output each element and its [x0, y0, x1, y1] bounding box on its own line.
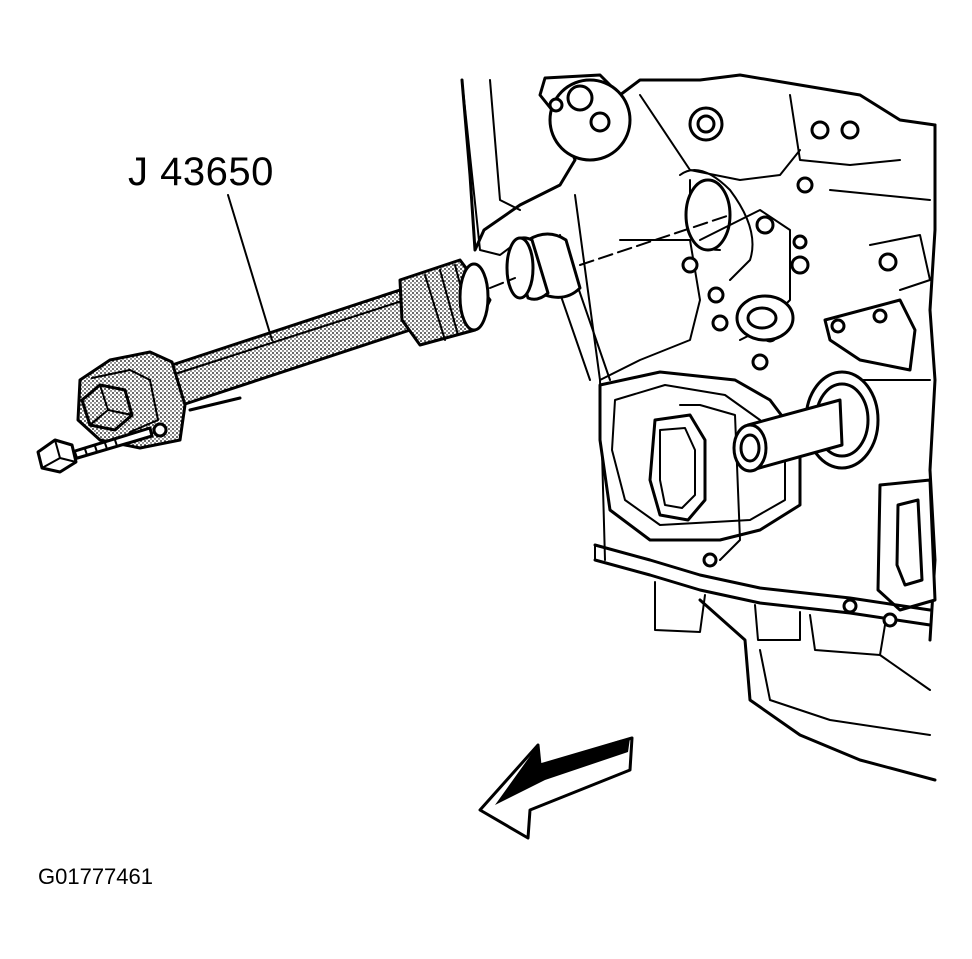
tool-bolt	[36, 426, 154, 474]
tool-number-label: J 43650	[128, 150, 274, 194]
seal-installer-tool	[76, 258, 492, 450]
alignment-centerline	[489, 214, 731, 289]
figure-id-label: G01777461	[38, 864, 153, 889]
front-direction-arrow-icon	[478, 736, 634, 840]
tool-label-leader	[227, 194, 273, 341]
crankshaft-front-seal	[505, 232, 582, 301]
engine-block	[460, 73, 937, 782]
